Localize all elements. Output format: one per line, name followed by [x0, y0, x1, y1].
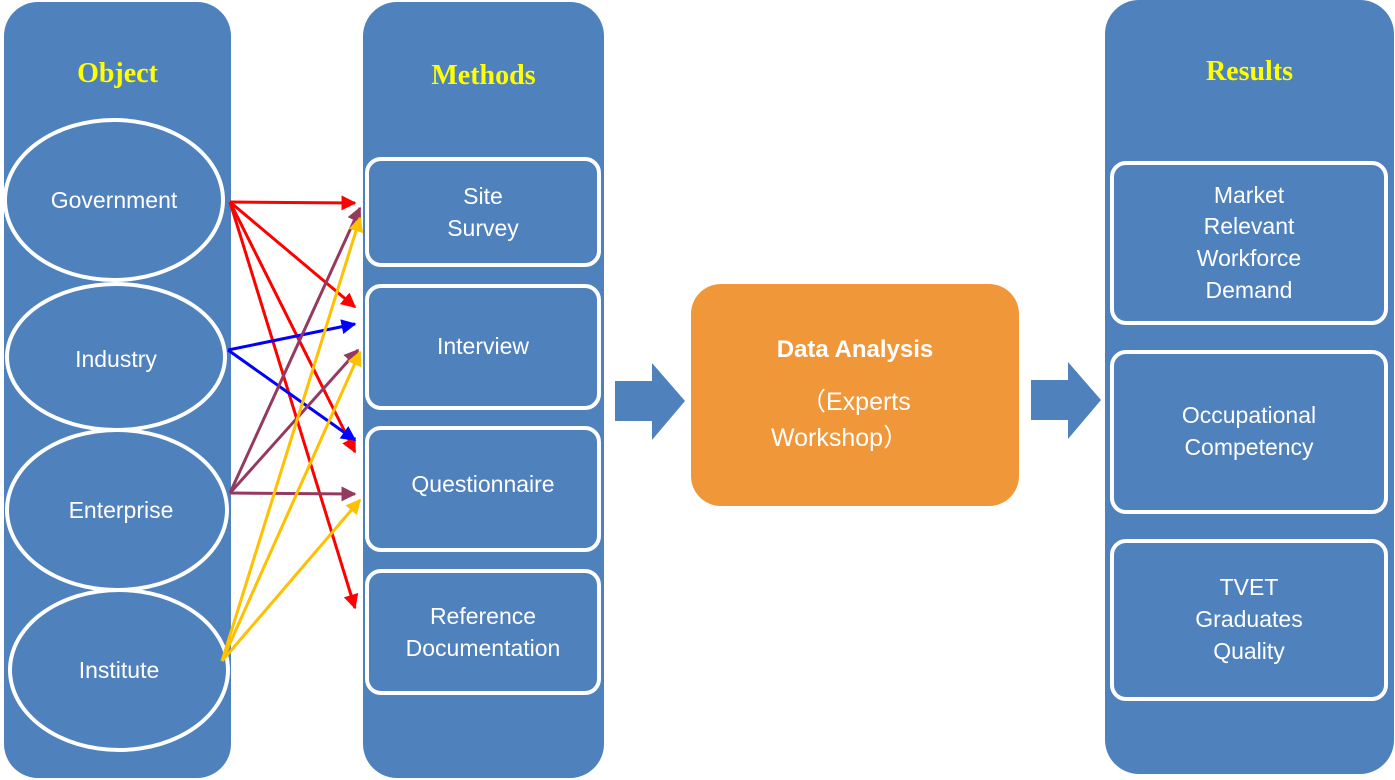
enterprise-to-site-survey-arrow: [228, 206, 362, 494]
occupational-line1: Occupational: [1181, 402, 1317, 429]
reference-line1: Reference: [429, 602, 537, 629]
data-analysis-subtitle: （Experts Workshop）: [771, 384, 911, 456]
market-line3: Workforce: [1196, 245, 1302, 271]
government-node: Government: [3, 118, 225, 282]
tvet-quality-box: TVET Graduates Quality: [1110, 539, 1388, 701]
institute-to-interview-arrow: [220, 350, 362, 662]
tvet-line3: Quality: [1213, 637, 1285, 664]
site-survey-line2: Survey: [447, 215, 519, 241]
enterprise-to-interview-arrow: [228, 348, 360, 495]
industry-arrows: [227, 319, 357, 442]
data-analysis-line1: （Experts: [801, 388, 911, 416]
institute-label: Institute: [78, 656, 160, 683]
questionnaire-box: Questionnaire: [365, 426, 601, 552]
government-label: Government: [50, 186, 178, 213]
institute-arrows: [220, 216, 364, 662]
site-survey-line1: Site: [463, 182, 503, 209]
interview-label: Interview: [436, 332, 530, 359]
institute-to-site-survey-arrow: [220, 216, 364, 662]
occupational-line2: Competency: [1184, 434, 1314, 460]
interview-box: Interview: [365, 284, 601, 410]
block-arrow-to-results: [1031, 362, 1101, 439]
questionnaire-label: Questionnaire: [411, 470, 555, 497]
industry-to-questionnaire-arrow: [227, 348, 357, 442]
industry-label: Industry: [75, 345, 157, 372]
enterprise-label: Enterprise: [68, 496, 174, 523]
reference-documentation-box: Reference Documentation: [365, 569, 601, 695]
government-to-interview-arrow: [229, 200, 357, 309]
market-line4: Demand: [1205, 276, 1293, 303]
data-analysis-line2: Workshop）: [771, 424, 909, 452]
object-title: Object: [77, 58, 158, 89]
data-analysis-box: Data Analysis （Experts Workshop）: [691, 284, 1019, 506]
industry-node: Industry: [5, 282, 227, 432]
government-to-site-survey-arrow: [229, 195, 357, 211]
enterprise-arrows: [228, 206, 362, 502]
tvet-line2: Graduates: [1195, 606, 1303, 633]
government-to-reference-arrow: [228, 201, 359, 610]
market-line2: Relevant: [1203, 213, 1295, 240]
market-line1: Market: [1213, 181, 1285, 208]
site-survey-box: Site Survey: [365, 157, 601, 267]
reference-line2: Documentation: [405, 635, 561, 661]
enterprise-to-questionnaire-arrow: [229, 486, 357, 502]
institute-node: Institute: [8, 588, 230, 752]
results-title: Results: [1205, 56, 1294, 87]
occupational-competency-box: Occupational Competency: [1110, 350, 1388, 514]
data-analysis-title: Data Analysis: [776, 336, 934, 363]
institute-to-questionnaire-arrow: [220, 498, 362, 662]
methods-title: Methods: [431, 60, 536, 91]
industry-to-interview-arrow: [227, 319, 357, 352]
block-arrow-to-analysis: [615, 363, 685, 440]
market-relevant-box: Market Relevant Workforce Demand: [1110, 161, 1388, 325]
tvet-line1: TVET: [1219, 574, 1279, 601]
